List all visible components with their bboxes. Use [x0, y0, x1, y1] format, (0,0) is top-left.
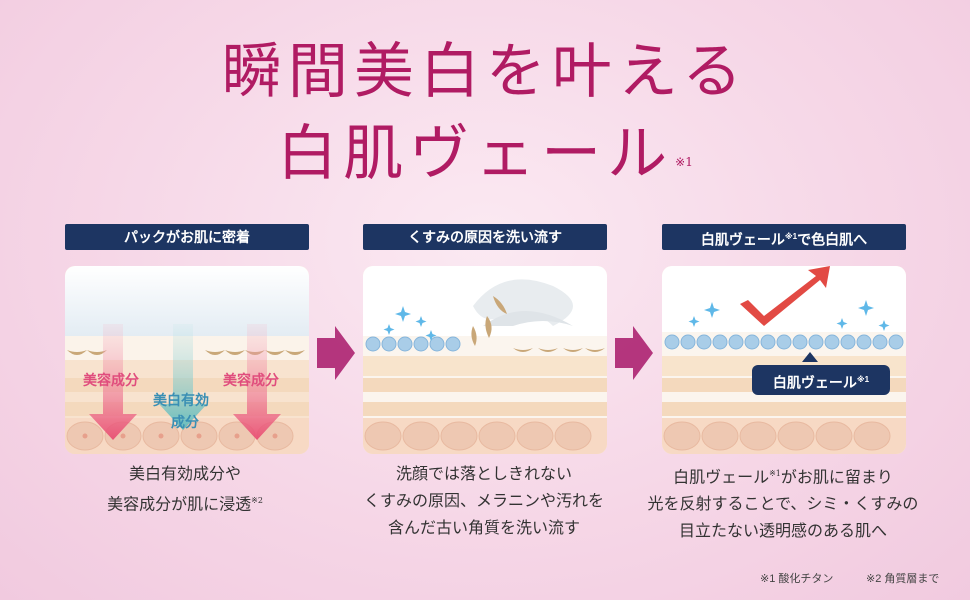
- label-whitening-1: 美白有効: [153, 392, 209, 408]
- caption-veil-line3: 目立たない透明感のある肌へ: [678, 521, 887, 541]
- caption-pack: 美白有効成分や 美容成分が肌に浸透※2: [35, 460, 335, 517]
- veil-badge-note: ※1: [856, 375, 870, 384]
- panel-pack: パックがお肌に密着: [65, 224, 309, 454]
- caption-pack-line2: 美容成分が肌に浸透: [107, 494, 252, 514]
- step-arrow-icon: [317, 326, 355, 380]
- panel-wash: くすみの原因を洗い流す: [363, 224, 607, 454]
- step-arrow-icon: [615, 326, 653, 380]
- panel-pack-title: パックがお肌に密着: [65, 224, 309, 250]
- headline-line2: 白肌ヴェール※1: [0, 118, 970, 190]
- caption-wash-line1: 洗顔では落としきれない: [395, 464, 572, 483]
- panel-pack-illustration: 美容成分 美容成分 美白有効 成分: [65, 266, 309, 454]
- label-beauty-right: 美容成分: [223, 372, 279, 388]
- caption-veil-line2: 光を反射することで、シミ・くすみの: [647, 494, 919, 514]
- panel-veil-title-pre: 白肌ヴェール: [700, 231, 785, 248]
- caption-pack-note: ※2: [251, 496, 263, 505]
- panel-wash-title: くすみの原因を洗い流す: [363, 224, 607, 250]
- panel-veil-title: 白肌ヴェール※1で色白肌へ: [662, 224, 906, 250]
- panel-veil-title-post: で色白肌へ: [797, 231, 868, 248]
- headline-note: ※1: [675, 155, 693, 169]
- footnote-2: ※2 角質層まで: [866, 573, 940, 585]
- headline-line2-text: 白肌ヴェール: [277, 119, 674, 189]
- caption-veil-line1-post: がお肌に留まり: [780, 467, 893, 487]
- caption-wash: 洗顔では落としきれない くすみの原因、メラニンや汚れを 含んだ古い角質を洗い流す: [334, 460, 634, 541]
- panel-veil-title-note: ※1: [784, 232, 798, 241]
- label-whitening-2: 成分: [171, 414, 199, 430]
- panel-veil-illustration: 白肌ヴェール※1: [662, 266, 906, 454]
- caption-veil-line1: 白肌ヴェール※1がお肌に留まり: [633, 460, 933, 490]
- footnote-1: ※1 酸化チタン: [760, 573, 834, 585]
- veil-badge: 白肌ヴェール※1: [752, 365, 890, 395]
- label-beauty-left: 美容成分: [83, 372, 139, 388]
- caption-pack-line2-wrap: 美容成分が肌に浸透※2: [35, 487, 335, 517]
- caption-veil: 白肌ヴェール※1がお肌に留まり 光を反射することで、シミ・くすみの 目立たない透…: [633, 460, 933, 544]
- panel-veil: 白肌ヴェール※1で色白肌へ: [662, 224, 906, 454]
- caption-veil-line1-pre: 白肌ヴェール: [673, 467, 770, 487]
- caption-wash-line2: くすみの原因、メラニンや汚れを: [363, 491, 604, 510]
- veil-badge-text: 白肌ヴェール: [772, 374, 857, 391]
- caption-pack-line1: 美白有効成分や: [128, 464, 241, 483]
- caption-veil-note: ※1: [769, 469, 781, 478]
- headline-line1: 瞬間美白を叶える: [221, 37, 749, 107]
- caption-wash-line3: 含んだ古い角質を洗い流す: [387, 518, 580, 537]
- panel-wash-illustration: [363, 266, 607, 454]
